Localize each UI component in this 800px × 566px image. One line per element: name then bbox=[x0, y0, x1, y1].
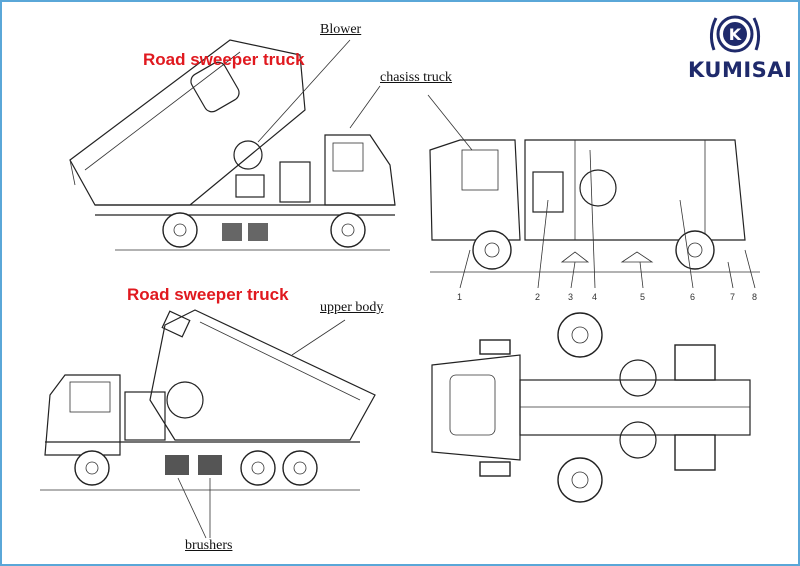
side-view-tilted-bottom bbox=[40, 309, 376, 491]
plan-view bbox=[431, 312, 751, 503]
upper-body-leader bbox=[291, 319, 346, 356]
chassis-truck-label: chasiss truck bbox=[380, 70, 452, 85]
side-view-top-right bbox=[429, 139, 760, 273]
part-number: 6 bbox=[690, 292, 695, 302]
bottom-title: Road sweeper truck bbox=[127, 285, 289, 304]
blower-leader bbox=[257, 39, 351, 143]
part-number: 7 bbox=[730, 292, 735, 302]
chassis-leader-right bbox=[427, 94, 473, 151]
side-view-tilted-top bbox=[69, 39, 396, 251]
logo-letter: K bbox=[729, 25, 742, 44]
part-number-row: 1 2 3 4 5 6 7 8 bbox=[457, 149, 757, 302]
brushers-leader-1 bbox=[177, 477, 207, 539]
kumisai-logo-icon: K bbox=[709, 15, 761, 53]
part-number: 4 bbox=[592, 292, 597, 302]
part-number: 8 bbox=[752, 292, 757, 302]
part-number: 3 bbox=[568, 292, 573, 302]
part-number: 5 bbox=[640, 292, 645, 302]
brushers-label: brushers bbox=[185, 538, 233, 553]
top-title: Road sweeper truck bbox=[143, 50, 305, 69]
brand-name: KUMISAI bbox=[688, 58, 793, 82]
part-number: 1 bbox=[457, 292, 462, 302]
blower-label: Blower bbox=[320, 22, 362, 37]
part-number: 2 bbox=[535, 292, 540, 302]
upper-body-label: upper body bbox=[320, 300, 384, 315]
chassis-leader bbox=[349, 85, 381, 129]
